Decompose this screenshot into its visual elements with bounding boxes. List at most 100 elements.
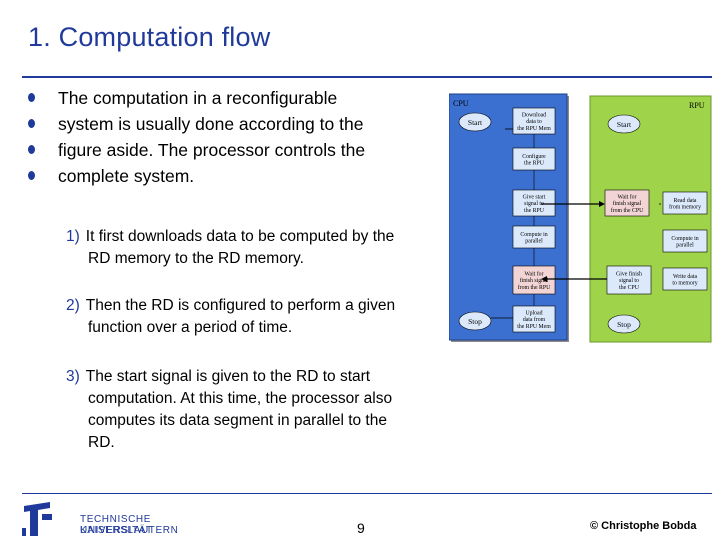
page-number: 9 (357, 520, 365, 536)
bullet-text: figure aside. The processor controls the (58, 140, 366, 160)
step-text: RD. (88, 434, 115, 451)
bullet-text: system is usually done according to the (58, 114, 364, 134)
bullet-dot-icon (28, 119, 35, 128)
bullet-text: The computation in a reconfigurable (58, 88, 338, 108)
cpu-step-box-text: signal to (524, 201, 544, 207)
arrow-head-icon (541, 276, 547, 282)
cpu-step-box-text: Give start (523, 195, 546, 201)
rpu-step-box-text: finish signal (613, 200, 642, 207)
cpu-step-box-text: the RPU (524, 161, 545, 167)
step-number: 2) (66, 297, 80, 314)
cpu-step-box-text: Compute in (520, 232, 547, 238)
rpu-step-box-text: Read data (673, 198, 696, 204)
logo-line-1: TECHNISCHE UNIVERSITÄT (80, 514, 153, 536)
step-text: computes its data segment in parallel to… (88, 412, 387, 429)
rpu-panel (589, 95, 712, 343)
cpu-step-box-text: Upload (525, 311, 542, 317)
rpu-step-box-text: Compute in (671, 236, 698, 242)
bullet-dot-icon (28, 93, 35, 102)
step-number: 3) (66, 368, 80, 385)
cpu-step-box-rect (512, 189, 556, 217)
tu-kl-logo-icon (22, 502, 52, 536)
step-text: RD memory to the RD memory. (88, 250, 304, 267)
step-text: The start signal is given to the RD to s… (85, 368, 371, 385)
cpu-label: CPU (453, 99, 469, 108)
university-logo: TECHNISCHE UNIVERSITÄT KAISERSLAUTERN (18, 498, 178, 538)
cpu-step-box-text: data to (526, 119, 542, 125)
rpu-step-box-text: Wait for (617, 194, 636, 201)
step-2: 2) Then the RD is configured to perform a… (66, 295, 456, 339)
rpu-step-box-rect (604, 189, 650, 217)
cpu-step-box-text: the RPU Mem (517, 324, 551, 330)
rpu-step-box-rect (662, 229, 708, 253)
bullet-text: complete system. (58, 166, 195, 186)
cpu-start-node (458, 112, 492, 132)
step-text: function over a period of time. (88, 319, 293, 336)
step-1: 1) It first downloads data to be computed… (66, 226, 456, 270)
rpu-step-box-text: the CPU (619, 285, 640, 291)
rpu-step-box-text: from the CPU (611, 207, 644, 214)
computation-flow-diagram: CPU RPU Start Stop Start Stop Downloadda… (449, 93, 712, 343)
cpu-step-box-text: Download (522, 113, 546, 119)
step-text: Then the RD is configured to perform a g… (85, 297, 396, 314)
step-text: It first downloads data to be computed b… (85, 228, 395, 245)
cpu-stop-node (458, 311, 492, 331)
bullet-dot-icon (28, 145, 35, 154)
cpu-step-box-text: data from (523, 316, 546, 323)
title-divider (22, 76, 712, 78)
cpu-start-label: Start (468, 118, 483, 127)
cpu-step-box-text: the RPU (524, 208, 545, 214)
rpu-step-box-text: to memory (672, 281, 697, 287)
cpu-step-box-text: finish signal (520, 277, 549, 284)
rpu-start-label: Start (617, 120, 632, 129)
cpu-step-box-text: Wait for (524, 271, 543, 278)
rpu-stop-node (607, 314, 641, 334)
rpu-step-box-rect (662, 267, 708, 291)
cpu-step-box-text: from the RPU (518, 284, 551, 291)
rpu-step-box-text: Give finish (616, 271, 642, 278)
cpu-stop-label: Stop (468, 317, 482, 326)
bullet-item: figure aside. The processor controls the (28, 137, 448, 163)
cpu-step-box-rect (512, 305, 556, 333)
cpu-step-box-rect (512, 107, 556, 135)
bullet-item: The computation in a reconfigurable (28, 85, 448, 111)
rpu-start-node (607, 114, 641, 134)
step-number: 1) (66, 228, 80, 245)
slide-title: 1. Computation flow (28, 22, 271, 52)
rpu-label: RPU (689, 101, 705, 110)
bullet-list: The computation in a reconfigurable syst… (28, 85, 448, 189)
step-3: 3) The start signal is given to the RD to… (66, 366, 456, 454)
step-text: computation. At this time, the processor… (88, 390, 393, 407)
rpu-step-box-text: from memory (669, 204, 701, 211)
footer-divider (22, 493, 712, 494)
rpu-step-box-text: signal to (619, 278, 639, 284)
copyright: © Christophe Bobda (590, 520, 697, 532)
rpu-step-box-rect (662, 191, 708, 215)
cpu-step-box-text: parallel (525, 239, 543, 245)
rpu-step-box-rect (606, 265, 652, 295)
cpu-panel (449, 93, 568, 341)
cpu-step-box-text: the RPU Mem (517, 126, 551, 132)
logo-line-2: KAISERSLAUTERN (80, 525, 179, 536)
rpu-step-box-text: parallel (676, 243, 694, 249)
arrow-head-icon (599, 201, 605, 207)
bullet-item: complete system. (28, 163, 448, 189)
bullet-item: system is usually done according to the (28, 111, 448, 137)
rpu-step-box-text: Write data (673, 274, 697, 280)
cpu-step-box-text: Configure (522, 153, 546, 160)
rpu-stop-label: Stop (617, 320, 631, 329)
bullet-dot-icon (28, 171, 35, 180)
